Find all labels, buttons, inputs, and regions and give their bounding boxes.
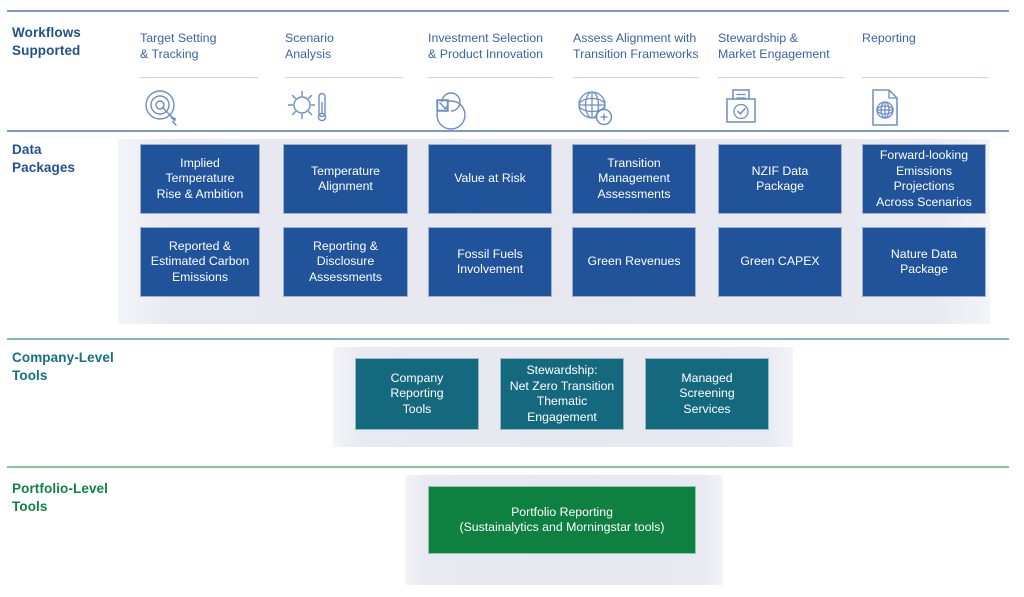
data-package-tile[interactable]: Reported & Estimated Carbon Emissions [140, 227, 260, 297]
sun-thermometer-icon [285, 86, 331, 132]
workflow-underline [140, 77, 258, 78]
ballot-box-check-icon [718, 86, 764, 132]
section-divider-portfolio-level [7, 466, 1009, 468]
target-arrow-icon [140, 86, 186, 132]
data-package-tile[interactable]: Reporting & Disclosure Assessments [283, 227, 408, 297]
data-packages-panel [118, 139, 990, 324]
workflow-underline [285, 77, 403, 78]
section-divider-workflows [7, 10, 1009, 12]
row-label-workflows-supported: Workflows Supported [12, 25, 81, 58]
data-package-tile[interactable]: Fossil Fuels Involvement [428, 227, 552, 297]
workflow-underline [862, 77, 988, 78]
workflow-label: Reporting [862, 31, 916, 45]
globe-plus-icon [573, 86, 619, 132]
company-tool-tile[interactable]: Stewardship: Net Zero Transition Themati… [500, 358, 624, 430]
document-globe-icon [862, 86, 908, 132]
data-package-tile[interactable]: Temperature Alignment [283, 144, 408, 214]
data-package-tile[interactable]: Forward-looking Emissions Projections Ac… [862, 144, 986, 214]
workflow-label: Stewardship & Market Engagement [718, 31, 830, 61]
workflow-underline [718, 77, 844, 78]
workflow-underline [428, 77, 553, 78]
workflow-column-reporting[interactable]: Reporting [862, 30, 992, 126]
row-label-portfolio-level-tools: Portfolio-Level Tools [12, 481, 109, 514]
row-label-data-packages: Data Packages [12, 142, 76, 175]
data-package-tile[interactable]: Green CAPEX [718, 227, 842, 297]
data-package-tile[interactable]: NZIF Data Package [718, 144, 842, 214]
data-package-tile[interactable]: Nature Data Package [862, 227, 986, 297]
data-package-tile[interactable]: Transition Management Assessments [572, 144, 696, 214]
workflow-column-assess-alignment[interactable]: Assess Alignment with Transition Framewo… [573, 30, 713, 126]
company-tool-tile[interactable]: Company Reporting Tools [355, 358, 479, 430]
workflow-label: Target Setting & Tracking [140, 31, 217, 61]
pie-chart-segment-icon [428, 86, 474, 132]
workflow-column-investment-selection[interactable]: Investment Selection & Product Innovatio… [428, 30, 563, 130]
section-workflows-supported: Workflows Supported Target Setting & Tra… [0, 10, 1024, 130]
workflow-label: Assess Alignment with Transition Framewo… [573, 31, 699, 61]
company-tool-tile[interactable]: Managed Screening Services [645, 358, 769, 430]
workflow-underline [573, 77, 699, 78]
data-package-tile[interactable]: Green Revenues [572, 227, 696, 297]
data-package-tile[interactable]: Value at Risk [428, 144, 552, 214]
section-divider-company-level [7, 338, 1009, 340]
section-divider-data-packages [7, 130, 1009, 132]
portfolio-tool-tile[interactable]: Portfolio Reporting (Sustainalytics and … [428, 486, 696, 554]
workflow-column-target-setting[interactable]: Target Setting & Tracking [140, 30, 265, 126]
section-company-level-tools: Company-Level Tools Company Reporting To… [0, 338, 1024, 463]
section-data-packages: Data Packages Implied Temperature Rise &… [0, 130, 1024, 330]
data-package-tile[interactable]: Implied Temperature Rise & Ambition [140, 144, 260, 214]
workflow-column-stewardship-market-engagement[interactable]: Stewardship & Market Engagement [718, 30, 858, 123]
workflow-label: Investment Selection & Product Innovatio… [428, 31, 544, 61]
row-label-company-level-tools: Company-Level Tools [12, 350, 114, 383]
workflow-label: Scenario Analysis [285, 31, 334, 61]
section-portfolio-level-tools: Portfolio-Level Tools Portfolio Reportin… [0, 466, 1024, 591]
workflow-column-scenario-analysis[interactable]: Scenario Analysis [285, 30, 410, 122]
